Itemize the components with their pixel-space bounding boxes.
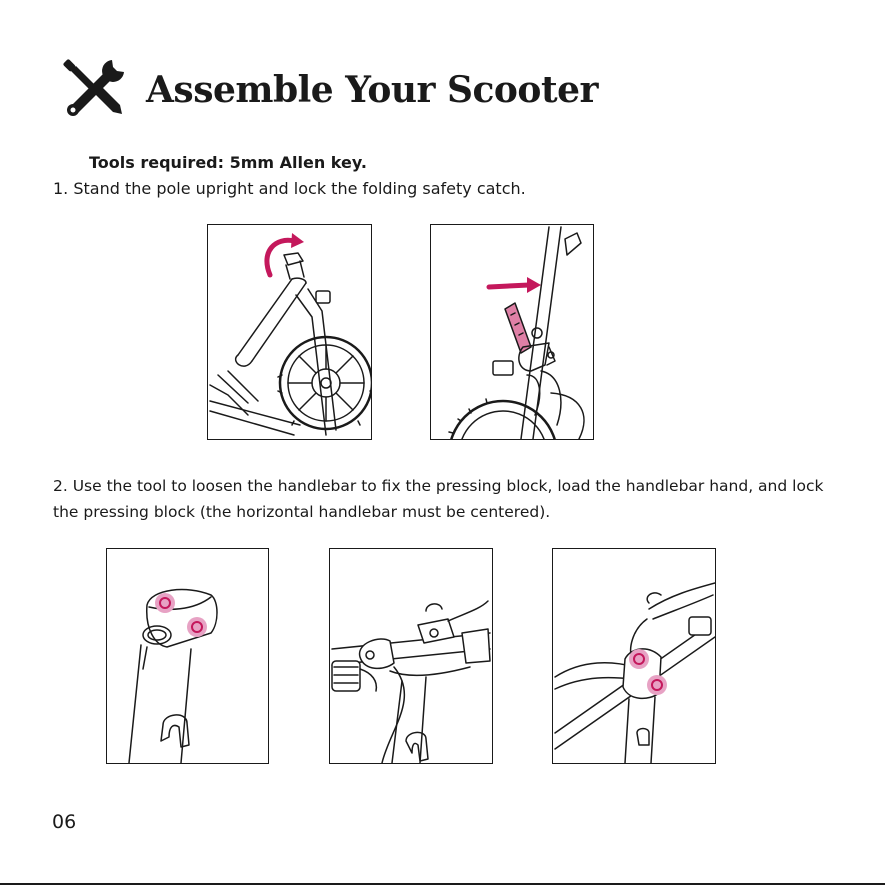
page-number: 06 [52,810,76,834]
tools-required-note: Tools required: 5mm Allen key. [89,152,367,174]
wrench-screwdriver-icon [62,58,126,118]
rotate-arrow-icon [267,240,294,275]
figure-handlebar-locked [552,548,716,764]
figure-folding-safety-catch [430,224,594,440]
step-2-text: 2. Use the tool to loosen the handlebar … [53,473,853,525]
step-1-text: 1. Stand the pole upright and lock the f… [53,178,526,200]
figure-handlebar-insertion [329,548,493,764]
arrow-right-icon [489,285,529,287]
figure-stem-clamp-screws [106,548,269,764]
figure-scooter-pole-upright [207,224,372,440]
page-title: Assemble Your Scooter [146,66,598,114]
